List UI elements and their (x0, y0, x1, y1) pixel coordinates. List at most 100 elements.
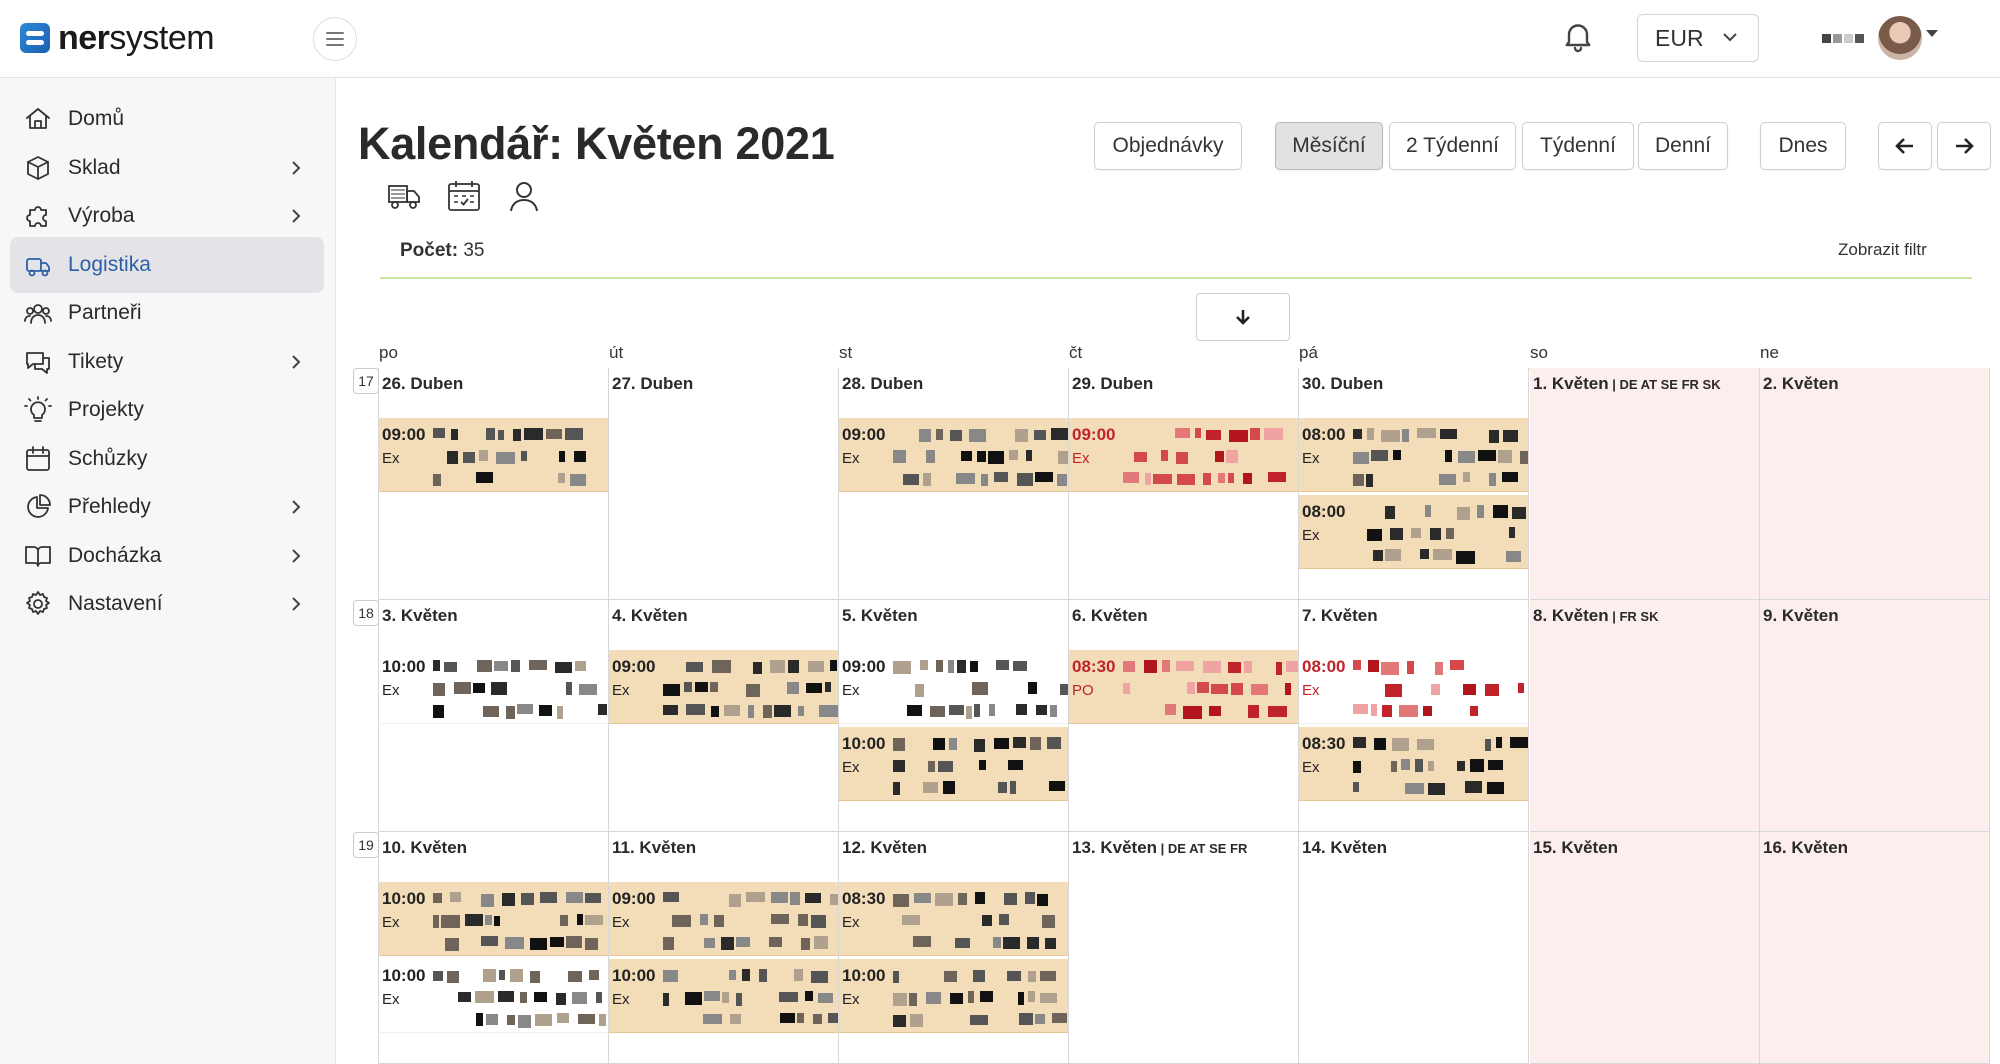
next-button[interactable] (1937, 122, 1991, 170)
sidebar-item-7[interactable]: Projekty (10, 382, 324, 438)
day-date: 13. Květen (1072, 838, 1158, 857)
grid-border (378, 368, 379, 1064)
day-cell[interactable]: 13. Květen | DE AT SE FR (1069, 832, 1299, 1064)
arrow-down-icon (1236, 310, 1250, 325)
notifications-button[interactable] (1560, 18, 1596, 54)
sidebar-item-1[interactable]: Domů (10, 91, 324, 147)
sidebar-item-label: Domů (68, 107, 125, 130)
redacted-text (893, 654, 1068, 720)
sidebar-item-11[interactable]: Nastavení (10, 576, 324, 632)
day-date: 28. Duben (842, 374, 924, 393)
day-label: 30. Duben (1302, 374, 1383, 394)
day-cell[interactable]: 16. Květen (1760, 832, 1990, 1064)
page-title: Kalendář: Květen 2021 (358, 118, 835, 169)
sidebar-item-9[interactable]: Přehledy (10, 479, 324, 535)
day-label: 3. Květen (382, 606, 458, 626)
daily-view-button[interactable]: Denní (1638, 122, 1728, 170)
caret-down-icon[interactable] (1926, 30, 1938, 37)
today-button[interactable]: Dnes (1760, 122, 1846, 170)
monthly-view-button[interactable]: Měsíční (1275, 122, 1383, 170)
weekly-view-button[interactable]: Týdenní (1522, 122, 1634, 170)
sidebar-item-6[interactable]: Tikety (10, 334, 324, 390)
day-cell[interactable]: 14. Květen (1299, 832, 1529, 1064)
day-label: 4. Květen (612, 606, 688, 626)
day-cell[interactable]: 9. Květen (1760, 600, 1990, 832)
sidebar-item-3[interactable]: Výroba (10, 188, 324, 244)
day-cell[interactable]: 8. Květen | FR SK (1530, 600, 1760, 832)
week-number[interactable]: 19 (353, 832, 379, 858)
show-filter-link[interactable]: Zobrazit filtr (1838, 240, 1927, 259)
day-cell[interactable]: 27. Duben (609, 368, 839, 600)
avatar[interactable] (1878, 16, 1922, 60)
person-icon[interactable] (506, 178, 542, 214)
event-time: 10:00 (842, 734, 886, 753)
sidebar-item-8[interactable]: Schůzky (10, 431, 324, 487)
truck-icon[interactable] (386, 178, 422, 214)
prev-button[interactable] (1878, 122, 1932, 170)
currency-select[interactable]: EUR (1637, 14, 1759, 62)
orders-button[interactable]: Objednávky (1094, 122, 1242, 170)
sidebar-item-label: Projekty (68, 398, 144, 421)
week-number[interactable]: 18 (353, 600, 379, 626)
sidebar-item-2[interactable]: Sklad (10, 140, 324, 196)
currency-value: EUR (1655, 24, 1704, 51)
event-type: Ex (382, 991, 400, 1008)
sidebar-item-5[interactable]: Partneři (10, 285, 324, 341)
menu-toggle-button[interactable] (313, 17, 357, 61)
two-week-view-button[interactable]: 2 Týdenní (1389, 122, 1516, 170)
day-label: 10. Květen (382, 838, 467, 858)
day-cell[interactable]: 1. Květen | DE AT SE FR SK (1530, 368, 1760, 600)
day-date: 5. Květen (842, 606, 918, 625)
count-display: Počet: 35 (400, 240, 485, 261)
day-date: 1. Květen (1533, 374, 1609, 393)
week-number[interactable]: 17 (353, 368, 379, 394)
event-type: Ex (842, 450, 860, 467)
day-date: 3. Květen (382, 606, 458, 625)
day-cell[interactable]: 2. Květen (1760, 368, 1990, 600)
expand-down-button[interactable] (1196, 293, 1290, 341)
day-cell[interactable]: 15. Květen (1530, 832, 1760, 1064)
sidebar-item-10[interactable]: Docházka (10, 528, 324, 584)
count-value: 35 (463, 240, 485, 261)
chevron-right-icon (292, 597, 301, 611)
redacted-text (893, 886, 1065, 952)
day-label: 29. Duben (1072, 374, 1153, 394)
event-time: 09:00 (1072, 425, 1116, 444)
day-date: 9. Květen (1763, 606, 1839, 625)
calendar-check-icon[interactable] (446, 178, 482, 214)
logo[interactable]: nersystem (20, 18, 215, 58)
sidebar-item-4[interactable]: Logistika (10, 237, 324, 293)
event-type: Ex (382, 914, 400, 931)
event-type: Ex (612, 914, 630, 931)
